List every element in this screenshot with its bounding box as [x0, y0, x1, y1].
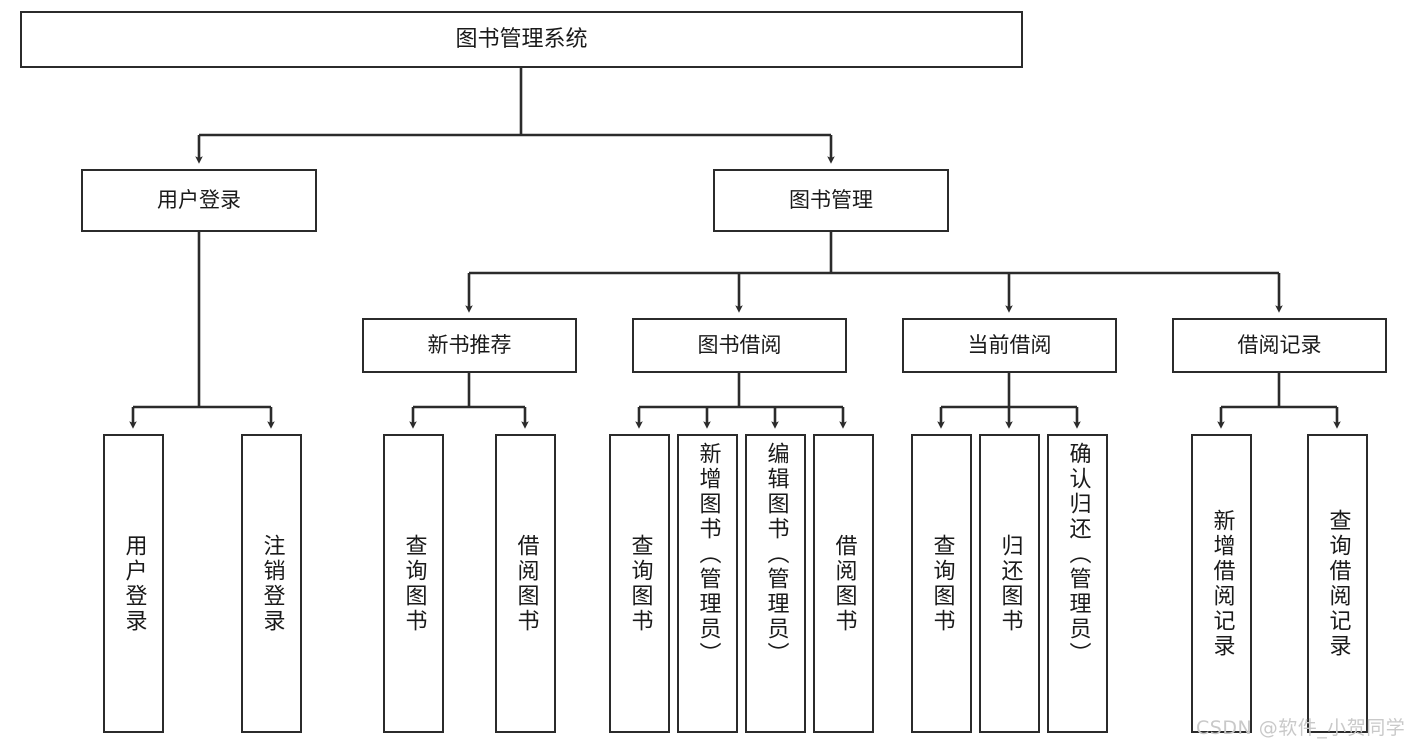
node-label: 用户登录 [121, 533, 147, 634]
node-label: 查询借阅记录 [1325, 508, 1351, 659]
node-borrow-record[interactable]: 借阅记录 [1172, 318, 1387, 373]
leaf-current-query-book[interactable]: 查询图书 [911, 434, 972, 733]
node-user-login[interactable]: 用户登录 [81, 169, 317, 232]
node-label: 编辑图书（管理员） [763, 442, 789, 667]
leaf-borrow-edit-book-admin[interactable]: 编辑图书（管理员） [745, 434, 806, 733]
leaf-new-book-query[interactable]: 查询图书 [383, 434, 444, 733]
node-label: 查询图书 [627, 533, 653, 634]
node-label: 图书借阅 [697, 333, 782, 358]
leaf-borrow-borrow-book[interactable]: 借阅图书 [813, 434, 874, 733]
node-current-borrow[interactable]: 当前借阅 [902, 318, 1117, 373]
leaf-borrow-add-book-admin[interactable]: 新增图书（管理员） [677, 434, 738, 733]
node-label: 注销登录 [259, 533, 285, 634]
node-label: 新增借阅记录 [1209, 508, 1235, 659]
leaf-user-login-logout[interactable]: 注销登录 [241, 434, 302, 733]
leaf-record-add-record[interactable]: 新增借阅记录 [1191, 434, 1252, 733]
node-book-borrow[interactable]: 图书借阅 [632, 318, 847, 373]
node-label: 借阅记录 [1237, 333, 1322, 358]
leaf-current-confirm-return-admin[interactable]: 确认归还（管理员） [1047, 434, 1108, 733]
node-label: 借阅图书 [831, 533, 857, 634]
node-book-management[interactable]: 图书管理 [713, 169, 949, 232]
node-label: 新书推荐 [427, 333, 512, 358]
watermark-text: CSDN @软件_小贺同学 [1196, 717, 1405, 739]
node-label: 查询图书 [401, 533, 427, 634]
node-label: 新增图书（管理员） [695, 442, 721, 667]
leaf-record-query-record[interactable]: 查询借阅记录 [1307, 434, 1368, 733]
leaf-user-login-login[interactable]: 用户登录 [103, 434, 164, 733]
node-root-system[interactable]: 图书管理系统 [20, 11, 1023, 68]
leaf-new-book-borrow[interactable]: 借阅图书 [495, 434, 556, 733]
leaf-borrow-query-book[interactable]: 查询图书 [609, 434, 670, 733]
node-label: 图书管理系统 [455, 26, 588, 52]
node-label: 用户登录 [157, 188, 241, 213]
node-label: 确认归还（管理员） [1065, 442, 1091, 667]
node-label: 借阅图书 [513, 533, 539, 634]
node-label: 当前借阅 [967, 333, 1052, 358]
node-label: 图书管理 [789, 188, 873, 213]
leaf-current-return-book[interactable]: 归还图书 [979, 434, 1040, 733]
node-label: 查询图书 [929, 533, 955, 634]
node-label: 归还图书 [997, 533, 1023, 634]
node-new-book-recommend[interactable]: 新书推荐 [362, 318, 577, 373]
